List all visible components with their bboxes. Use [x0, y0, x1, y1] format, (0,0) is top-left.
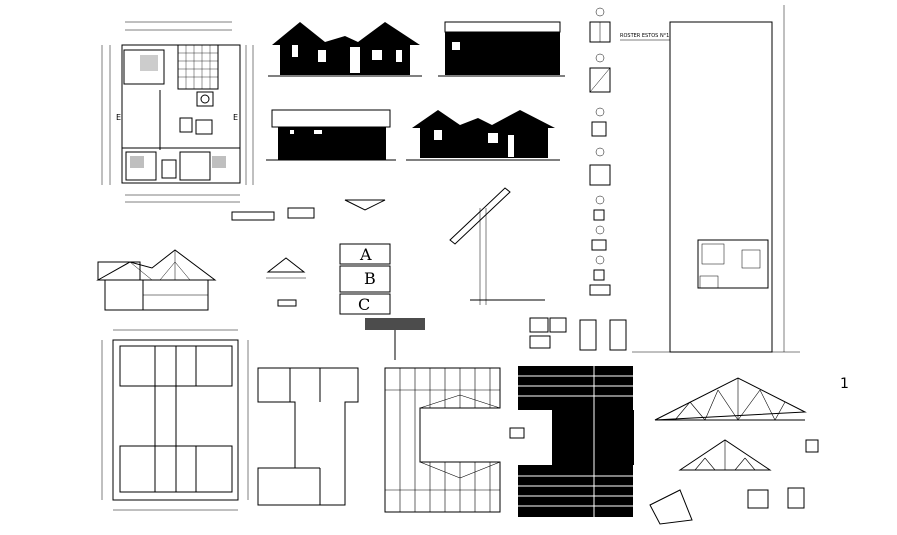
roof-framing-plan [384, 367, 525, 513]
wall-plan [257, 367, 359, 506]
house-section [96, 249, 217, 311]
roof-sheeting-plan [518, 366, 634, 517]
detail-letter-a: A [359, 245, 372, 264]
truss-detail-top: 1 [654, 376, 849, 421]
roof-details [231, 199, 386, 307]
elevation-marker-right: E [233, 113, 238, 122]
abc-detail: A B C [339, 243, 391, 315]
truss-detail-bottom [649, 439, 819, 525]
detail-letter-b: B [364, 269, 376, 288]
window-detail-column [529, 7, 627, 351]
side-elevation-left [266, 109, 396, 161]
floor-plan: E E [101, 21, 254, 203]
site-note: ROSTER ESTOS N°1 [620, 33, 669, 39]
detail-letter-c: C [358, 295, 370, 314]
front-elevation [268, 22, 422, 77]
rear-elevation [438, 21, 565, 77]
eave-section [365, 187, 545, 360]
foundation-plan [101, 329, 249, 511]
corner-label: 1 [840, 376, 849, 392]
side-elevation-right [406, 110, 560, 161]
site-plan: ROSTER ESTOS N°1 [620, 5, 800, 353]
elevation-marker-left: E [116, 113, 121, 122]
